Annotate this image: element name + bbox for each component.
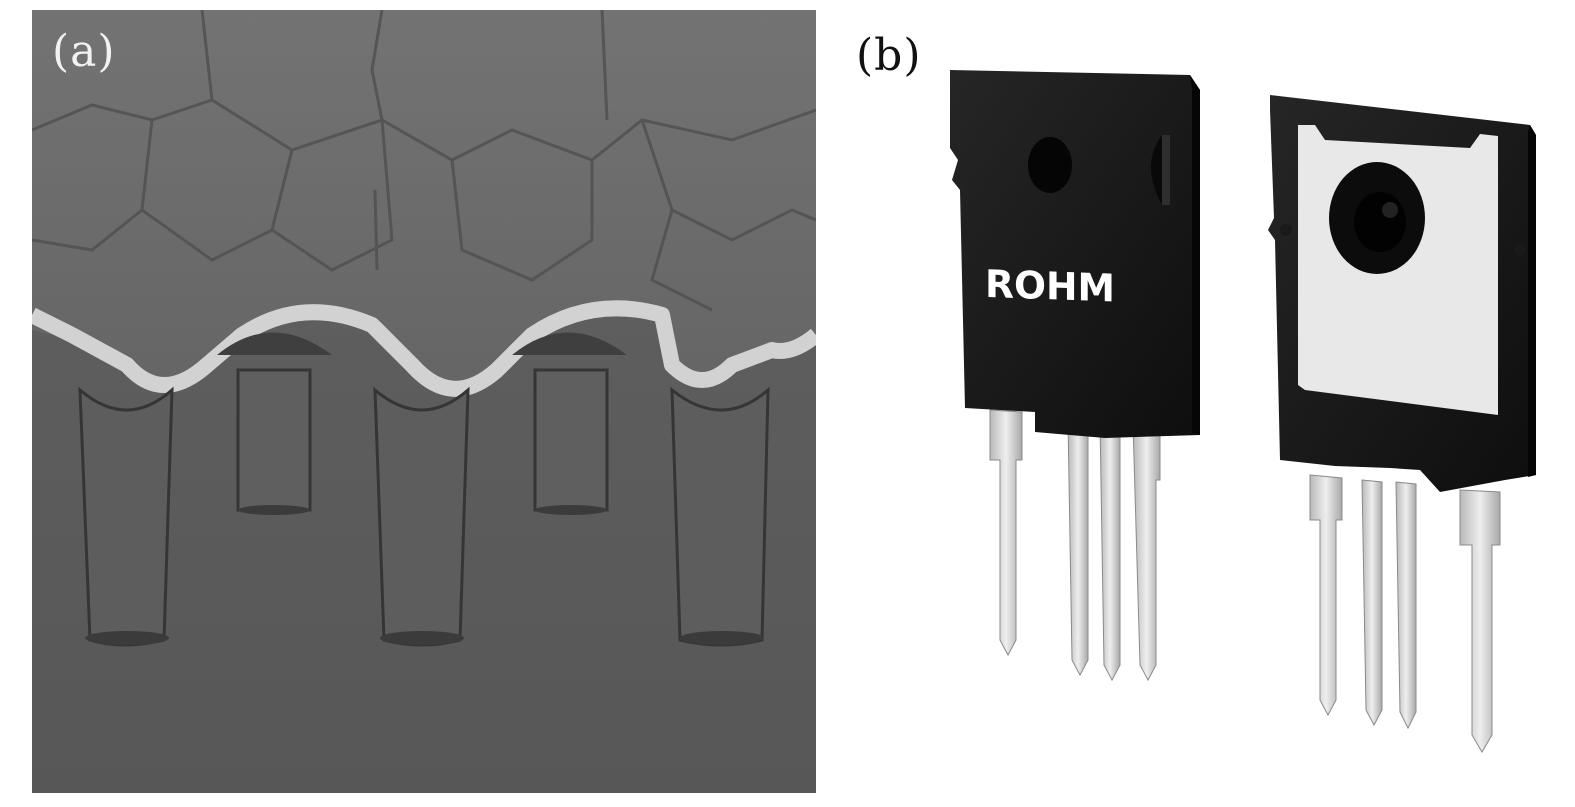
- sem-cross-section-image: [32, 10, 816, 793]
- package-back-leads: [1309, 474, 1501, 753]
- package-back: [1268, 95, 1536, 753]
- package-front-leads: [989, 409, 1161, 682]
- panel-b-label: (b): [856, 30, 922, 81]
- package-brand-label: ROHM: [985, 262, 1115, 311]
- metal-layer: [32, 10, 816, 397]
- package-front: ROHM: [950, 70, 1200, 682]
- panel-a-label: (a): [52, 26, 116, 77]
- to247-packages-image: ROHM: [950, 70, 1536, 753]
- oxide-liner: [32, 300, 816, 397]
- source-contacts: [217, 332, 627, 515]
